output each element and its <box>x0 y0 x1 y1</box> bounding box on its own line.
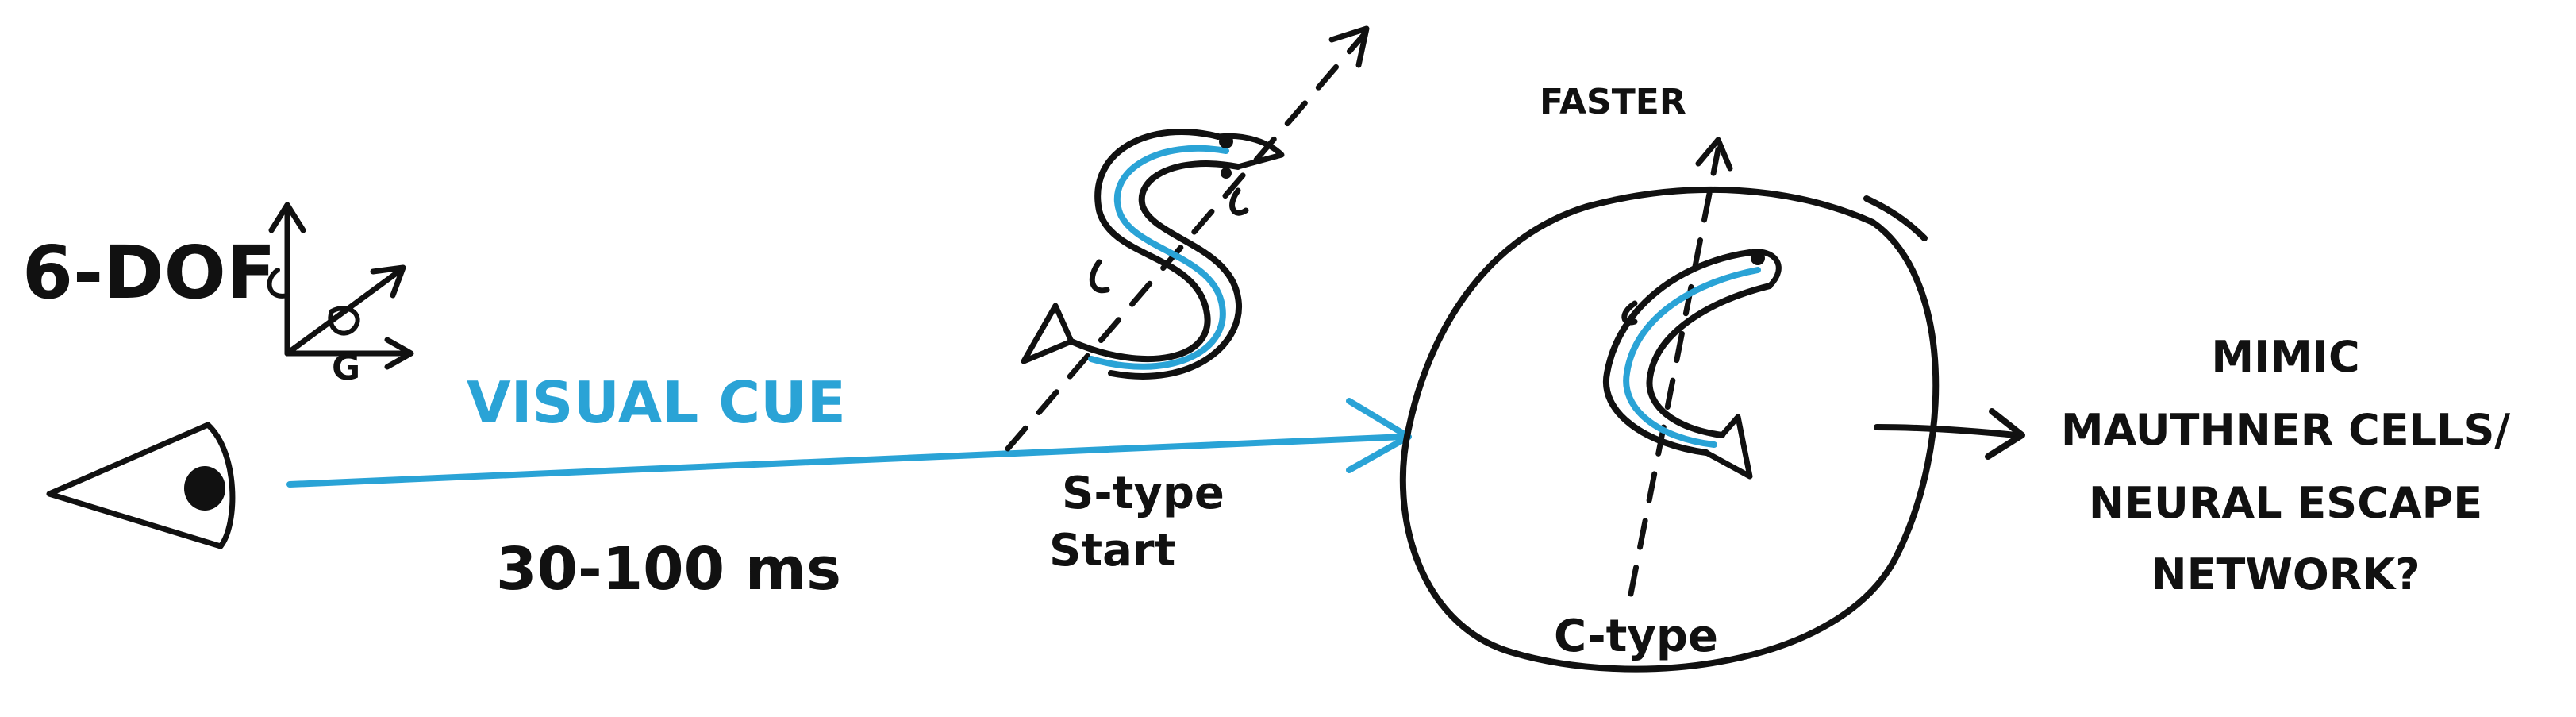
s-shaped-fish-icon <box>1021 128 1285 380</box>
faster-label: FASTER <box>1540 82 1686 122</box>
visual-cue-arrow <box>286 434 1408 488</box>
mimic-line-4: NETWORK? <box>2151 549 2420 599</box>
latency-label: 30-100 ms <box>496 535 841 603</box>
output-arrow <box>1874 424 2019 438</box>
mimic-text-block: MIMIC MAUTHNER CELLS/ NEURAL ESCAPE NETW… <box>2061 332 2510 599</box>
c-type-trajectory <box>1628 146 1721 597</box>
c-type-label: C-type <box>1554 611 1718 662</box>
s-type-label-line1: S-type <box>1062 468 1225 519</box>
s-type-trajectory <box>1005 30 1368 452</box>
mimic-line-1: MIMIC <box>2211 332 2359 382</box>
eye-icon <box>46 422 236 549</box>
axes-icon <box>267 202 414 370</box>
axis-g-label: G <box>332 348 360 388</box>
mimic-line-2: MAUTHNER CELLS/ <box>2061 405 2510 455</box>
dof-label: 6-DOF <box>22 230 276 315</box>
s-type-label-line2: Start <box>1049 525 1175 576</box>
mimic-line-3: NEURAL ESCAPE <box>2089 478 2482 528</box>
c-shaped-fish-icon <box>1602 249 1782 480</box>
escape-zone-circle <box>1399 186 1940 673</box>
visual-cue-label: VISUAL CUE <box>467 369 846 436</box>
